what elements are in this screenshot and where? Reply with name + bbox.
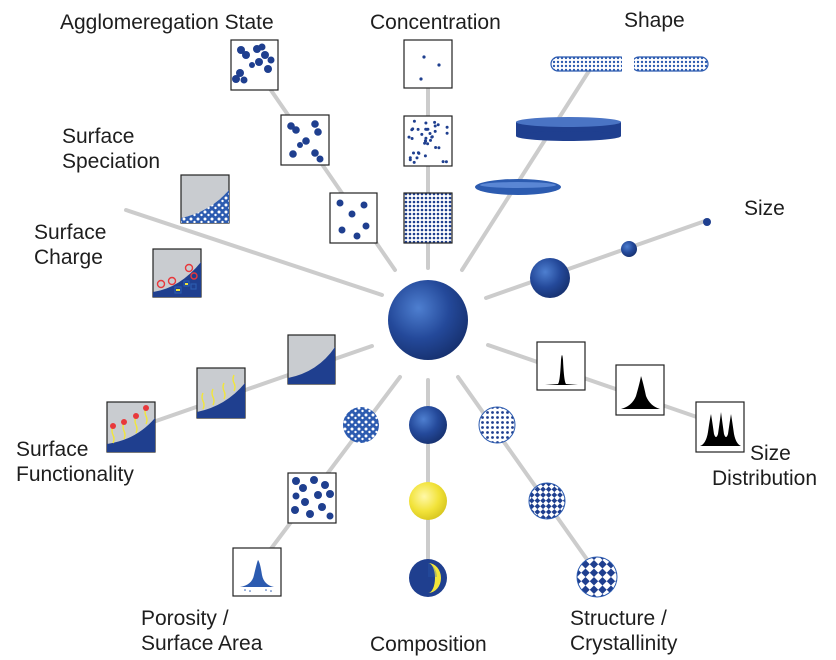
concentration-dot (416, 127, 420, 131)
concentration-dot (408, 156, 412, 160)
size-distribution-box-narrow (536, 341, 586, 391)
label-structure-crystallinity: Structure / Crystallinity (570, 607, 678, 655)
concentration-dot (407, 135, 411, 139)
concentration-dot (410, 137, 414, 140)
spoke-structure (456, 375, 600, 577)
concentration-dot (445, 125, 449, 129)
concentration-dot (411, 127, 415, 131)
surface-functionality-box-2 (196, 367, 246, 419)
concentration-dot (437, 146, 441, 150)
concentration-dot (425, 127, 429, 131)
surface-charge-box (152, 248, 202, 298)
central-nanoparticle (388, 280, 468, 360)
concentration-dot (408, 158, 412, 162)
concentration-dot (412, 160, 416, 164)
label-surface-functionality: Surface Functionality (16, 438, 134, 486)
concentration-dot (433, 120, 437, 124)
agglomeration-box-3 (230, 39, 279, 91)
size-distribution-box-broad (615, 364, 665, 416)
porosity-box (287, 472, 337, 524)
concentration-dot (429, 138, 432, 142)
concentration-dot (416, 151, 420, 155)
shape-ellipsoid (475, 179, 561, 195)
structure-spheres (478, 406, 618, 598)
porosity-sphere (343, 407, 379, 443)
surface-functionality-box-3 (106, 401, 156, 453)
label-porosity-surface-area: Porosity / Surface Area (141, 607, 263, 655)
concentration-dot (444, 160, 448, 164)
concentration-dot (420, 132, 424, 136)
concentration-dot (428, 132, 432, 135)
porosity-isotherm-box (232, 547, 282, 597)
size-distribution-box-multimodal (695, 401, 745, 453)
spoke-surface-speciation (124, 208, 384, 297)
concentration-dot (412, 151, 415, 155)
label-size: Size (744, 197, 785, 220)
spoke-shape (460, 58, 598, 272)
label-concentration: Concentration (370, 11, 501, 34)
concentration-dot (433, 129, 437, 133)
surface-speciation-box (180, 174, 230, 224)
concentration-dot (424, 121, 428, 125)
concentration-dot (430, 135, 434, 139)
composition-spheres (409, 406, 447, 597)
label-agglomeration-state: Agglomeregation State (60, 11, 274, 34)
concentration-dot (412, 119, 416, 123)
concentration-dot (445, 131, 449, 135)
agglomeration-box-2 (280, 114, 330, 166)
spoke-size-distribution (486, 343, 722, 427)
spoke-size (484, 218, 710, 300)
concentration-dot (424, 136, 428, 140)
concentration-dot (433, 124, 437, 128)
surface-functionality-box-1 (287, 334, 336, 385)
concentration-dot (423, 154, 427, 158)
concentration-box-high (403, 192, 453, 244)
label-surface-charge: Surface Charge (34, 221, 107, 269)
shape-disk (516, 117, 621, 141)
concentration-dot (441, 160, 445, 164)
label-composition: Composition (370, 633, 487, 656)
concentration-box-low (403, 39, 453, 89)
label-size-distribution: Size Distribution (712, 442, 818, 490)
label-shape: Shape (624, 9, 685, 32)
concentration-box-mid (403, 115, 453, 167)
label-surface-speciation: Surface Speciation (62, 125, 161, 173)
agglomeration-box-1 (329, 192, 378, 244)
concentration-dot (434, 146, 438, 149)
concentration-dot (423, 141, 427, 145)
concentration-dot (415, 156, 419, 160)
concentration-dot (436, 123, 440, 127)
concentration-dot (426, 142, 430, 146)
size-spheres (530, 218, 711, 298)
spoke-surface-functionality (128, 344, 374, 432)
concentration-dot (423, 139, 427, 143)
shape-rod (550, 55, 709, 73)
